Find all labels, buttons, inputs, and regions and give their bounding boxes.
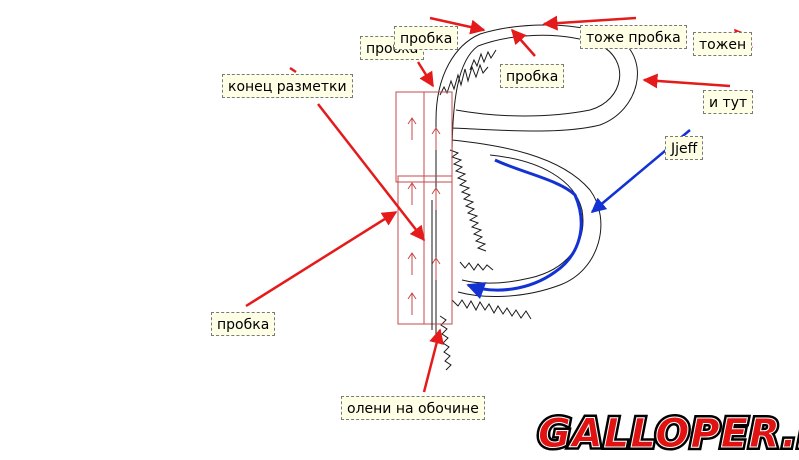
jam-bottom [451, 299, 532, 320]
callout-konets-razmetki: конец разметки [222, 74, 353, 98]
jam-top-right [469, 49, 497, 71]
callout-i-tut: и тут [703, 90, 754, 114]
arrow-probka-mid [511, 28, 536, 57]
arrow-tozhe-probka [542, 15, 637, 31]
callout-probka-mid: пробка [500, 64, 565, 88]
brand-fill: GALLOPER.RU [538, 411, 799, 457]
marking-arrow-1 [407, 117, 417, 140]
arrow-konets-razmetki [317, 103, 425, 242]
marking-arrow-7 [407, 292, 417, 315]
callout-text: пробка [217, 317, 270, 333]
road-loop-edge [451, 139, 602, 297]
callout-jjeff: Jjeff [665, 136, 704, 160]
jam-top [439, 63, 489, 96]
callout-tozhe-probka: тоже пробка [580, 25, 687, 49]
arrow-oleni [422, 328, 444, 393]
jam-vertical [449, 149, 487, 252]
callout-text: пробка [506, 69, 559, 85]
callout-tozhen: тожен [693, 32, 753, 56]
brand-outline: GALLOPER.RU [538, 411, 799, 457]
marking-arrow-3 [407, 182, 417, 205]
callout-text: и тут [709, 95, 748, 111]
marking-arrow-2 [431, 127, 441, 150]
callout-text: олени на обочине [347, 401, 479, 417]
callout-text: пробка [400, 31, 453, 47]
brand-logo: GALLOPER.RU GALLOPER.RU [535, 408, 799, 460]
callout-text: конец разметки [228, 79, 347, 95]
callout-text: тожен [699, 37, 747, 53]
arrow-i-tut [642, 73, 731, 89]
arrow-probka-left [245, 210, 398, 308]
marking-arrow-4 [431, 187, 441, 210]
marking-arrow-5 [407, 252, 417, 275]
marking-lower-box [397, 175, 453, 325]
arrow-probka-top-left [416, 61, 435, 88]
arrow-probka-top [429, 16, 486, 35]
road-marking [395, 91, 453, 325]
callout-oleni: олени на обочине [341, 396, 485, 420]
callout-probka-left: пробка [211, 312, 276, 336]
callout-text: тоже пробка [586, 30, 681, 46]
callout-text: Jjeff [671, 141, 698, 157]
marking-arrow-6 [431, 257, 441, 280]
traffic-jam-marks [439, 49, 532, 371]
jam-loop [459, 261, 494, 271]
blue-route [466, 158, 583, 300]
callout-probka-top: пробка [394, 26, 459, 50]
arrow-stub [289, 66, 297, 74]
